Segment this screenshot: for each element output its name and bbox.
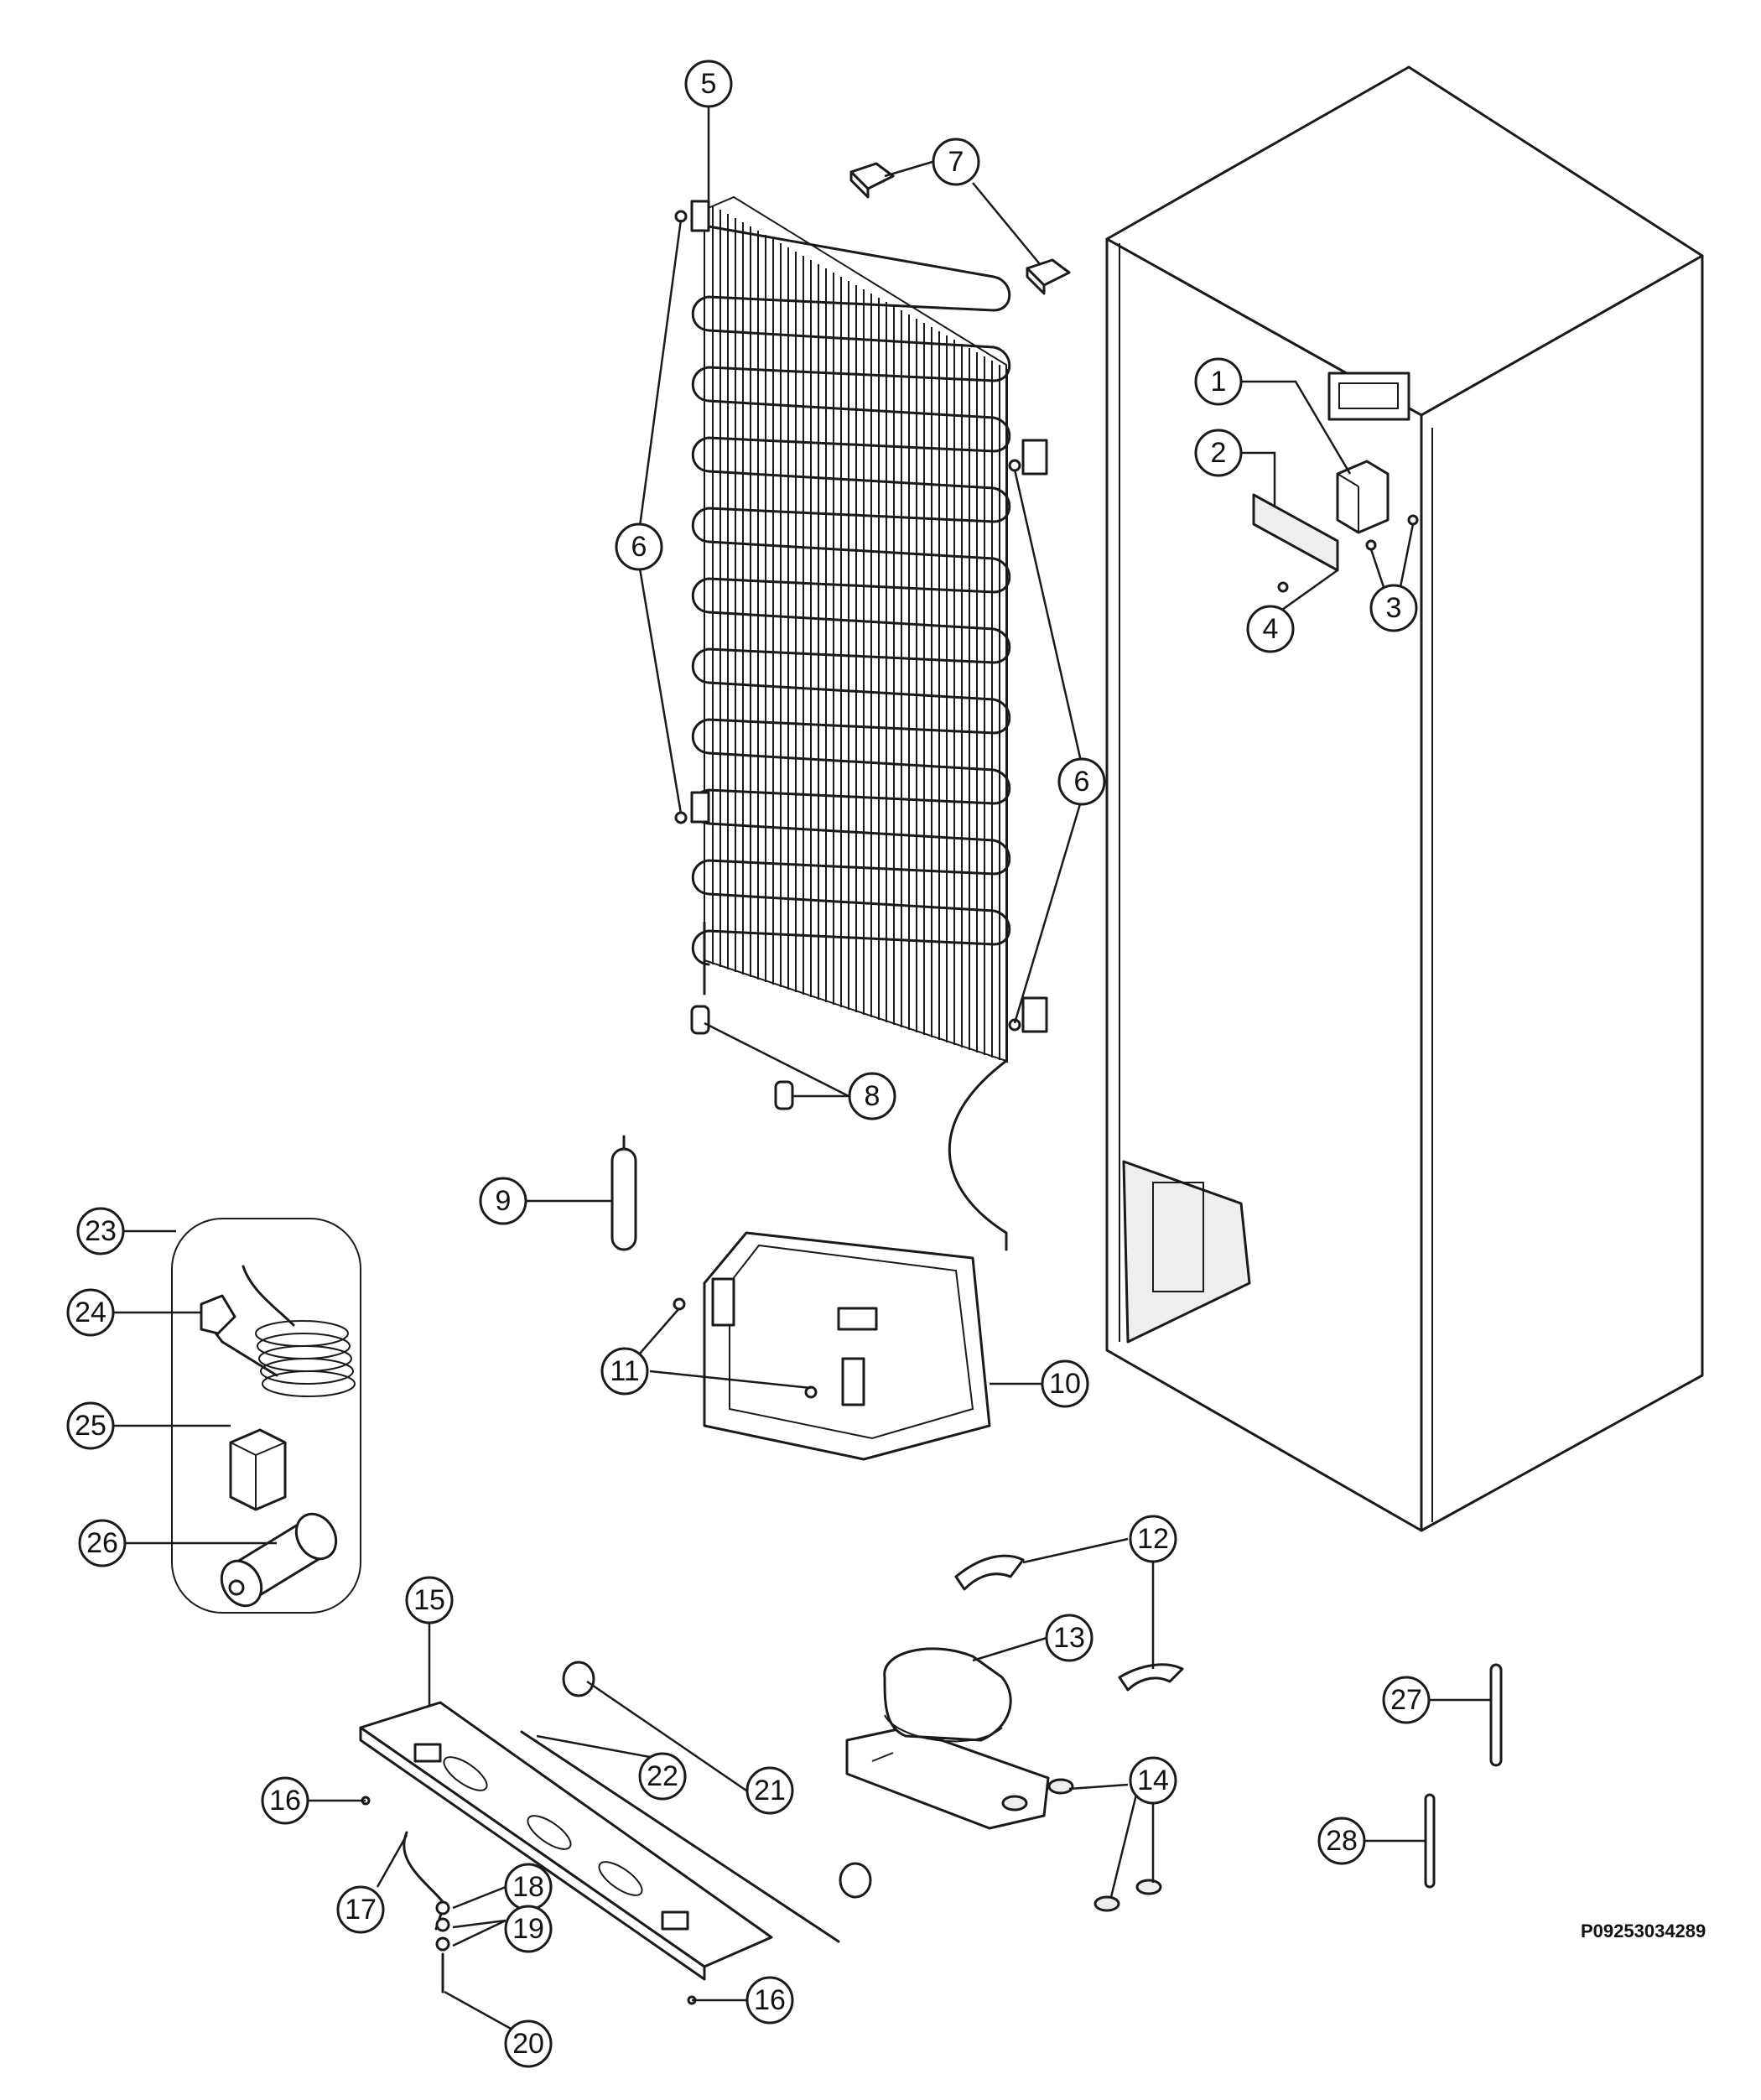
callout-6-left: 6 bbox=[615, 522, 663, 571]
callout-12-label: 12 bbox=[1137, 1523, 1169, 1555]
condenser-brackets bbox=[674, 200, 1048, 1033]
callout-5-label: 5 bbox=[701, 68, 717, 100]
callout-25-label: 25 bbox=[75, 1410, 106, 1442]
callout-18: 18 bbox=[504, 1863, 553, 1911]
callout-6-right-label: 6 bbox=[1074, 766, 1090, 798]
callout-23: 23 bbox=[76, 1207, 125, 1255]
callout-28-label: 28 bbox=[1326, 1825, 1358, 1857]
callout-23-label: 23 bbox=[85, 1215, 117, 1247]
callout-14: 14 bbox=[1129, 1756, 1177, 1805]
callout-3-label: 3 bbox=[1386, 592, 1402, 624]
pads-7 bbox=[849, 162, 1071, 295]
callout-2: 2 bbox=[1194, 429, 1243, 477]
relay-parts bbox=[1252, 460, 1419, 593]
callout-27: 27 bbox=[1382, 1676, 1431, 1724]
callout-11-label: 11 bbox=[610, 1355, 639, 1387]
callout-20: 20 bbox=[504, 2019, 553, 2068]
callout-16-left-label: 16 bbox=[269, 1785, 301, 1817]
callout-8: 8 bbox=[848, 1072, 896, 1120]
callout-4: 4 bbox=[1246, 605, 1295, 653]
callout-26-label: 26 bbox=[86, 1527, 118, 1559]
condenser bbox=[691, 195, 1011, 1251]
callout-25: 25 bbox=[66, 1401, 115, 1450]
callout-14-label: 14 bbox=[1137, 1765, 1169, 1796]
leaders bbox=[113, 105, 1491, 2035]
tubes-27-28 bbox=[1424, 1663, 1503, 1889]
callout-15-label: 15 bbox=[413, 1584, 445, 1616]
callout-19-label: 19 bbox=[512, 1913, 544, 1945]
callout-24-label: 24 bbox=[75, 1297, 106, 1328]
callout-5: 5 bbox=[684, 60, 733, 108]
callout-9: 9 bbox=[479, 1177, 527, 1225]
callout-2-label: 2 bbox=[1211, 437, 1227, 469]
callout-22-label: 22 bbox=[647, 1760, 678, 1792]
callout-1: 1 bbox=[1194, 357, 1243, 406]
callout-7-label: 7 bbox=[948, 146, 964, 178]
callout-15: 15 bbox=[405, 1576, 454, 1624]
callout-7: 7 bbox=[932, 138, 980, 186]
callout-16-bottom-label: 16 bbox=[754, 1984, 786, 2016]
reference-code: P09253034289 bbox=[1581, 1921, 1706, 1941]
callout-6-right: 6 bbox=[1057, 757, 1106, 806]
spacers-8 bbox=[690, 1005, 794, 1110]
drier-9 bbox=[610, 1135, 637, 1251]
callout-28: 28 bbox=[1317, 1817, 1366, 1865]
callout-10: 10 bbox=[1041, 1359, 1089, 1408]
tray-10 bbox=[673, 1231, 991, 1461]
callout-22: 22 bbox=[638, 1752, 687, 1801]
callout-26: 26 bbox=[78, 1519, 127, 1567]
callout-17-label: 17 bbox=[345, 1894, 377, 1926]
callout-24: 24 bbox=[66, 1288, 115, 1337]
callout-4-label: 4 bbox=[1263, 613, 1279, 645]
cord-group bbox=[171, 1218, 361, 1614]
base-plate-15 bbox=[359, 1661, 872, 2005]
callout-8-label: 8 bbox=[865, 1080, 880, 1112]
callout-12: 12 bbox=[1129, 1515, 1177, 1563]
callout-13: 13 bbox=[1045, 1614, 1093, 1662]
callout-19: 19 bbox=[504, 1905, 553, 1953]
callout-3: 3 bbox=[1369, 584, 1418, 632]
callout-27-label: 27 bbox=[1390, 1684, 1422, 1716]
callout-20-label: 20 bbox=[512, 2028, 544, 2060]
cabinet bbox=[1105, 65, 1704, 1532]
callout-11: 11 bbox=[600, 1347, 649, 1396]
callout-10-label: 10 bbox=[1049, 1368, 1081, 1400]
callout-9-label: 9 bbox=[496, 1185, 512, 1217]
callout-18-label: 18 bbox=[512, 1871, 544, 1903]
callout-16-bottom: 16 bbox=[745, 1976, 794, 2025]
compressor-13 bbox=[845, 1554, 1184, 1912]
callout-17: 17 bbox=[336, 1885, 385, 1934]
callout-21-label: 21 bbox=[754, 1775, 786, 1806]
callout-13-label: 13 bbox=[1053, 1622, 1085, 1654]
callout-1-label: 1 bbox=[1211, 366, 1227, 398]
callout-16-left: 16 bbox=[261, 1776, 309, 1825]
callout-6-left-label: 6 bbox=[631, 531, 647, 563]
callout-21: 21 bbox=[745, 1766, 794, 1815]
